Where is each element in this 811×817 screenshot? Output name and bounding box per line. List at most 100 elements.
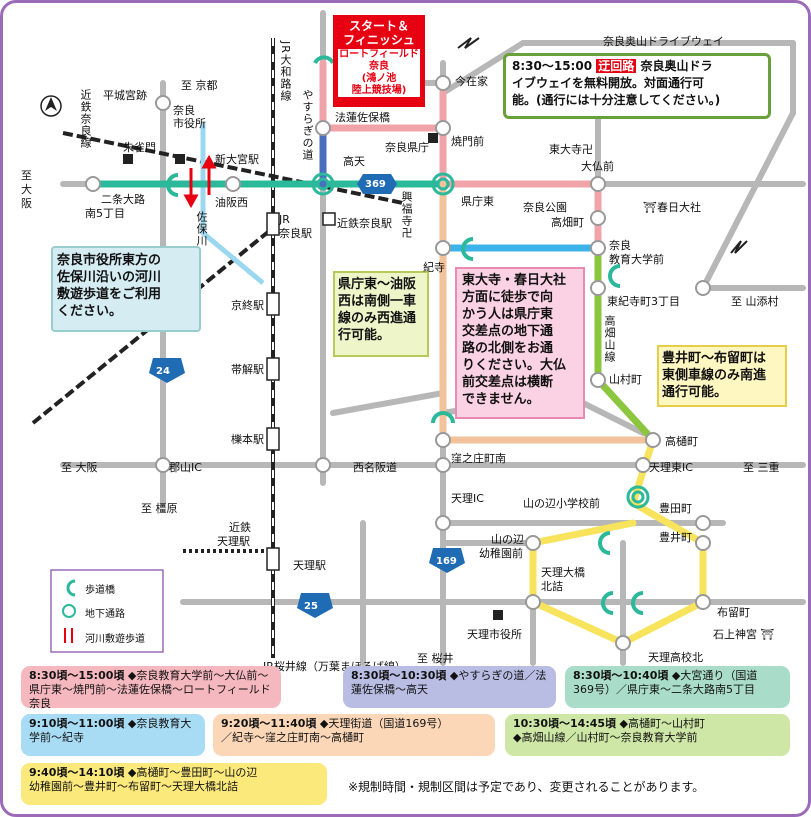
okuyama-text-a: 奈良奥山ドラ [640,59,713,73]
kencho-notice: 県庁東～油阪 西は南側一車 線のみ西進通 行可能。 [333,271,429,357]
intersection-nodes [85,75,711,651]
place-label: 今在家 [455,75,488,88]
schedule-band: 8:30頃～15:00頃 ◆奈良教育大学前～大仏前～ 県庁東～焼門前～法蓮佐保橋… [21,666,281,710]
place-label: 幼稚園前 [479,547,523,560]
okuyama-text-c: 能。(通行には十分注意してください。) [512,93,721,107]
place-label: 布留町 [717,606,750,619]
schedule-desc: ◆天理街道（国道169号） ／紀寺～窪之庄町南～高樋町 [221,717,449,744]
footnote: ※規制時間・規制区間は予定であり、変更されることがあります。 [348,780,705,794]
place-label: 帯解駅 [231,363,264,376]
schedule-band: 9:20頃～11:40頃 ◆天理街道（国道169号） ／紀寺～窪之庄町南～高樋町 [213,714,495,756]
place-label: 法蓮佐保橋 [335,111,390,124]
schedule-desc: ◆高樋町～山村町 ◆高畑山線／山村町～奈良教育大学前 [513,717,705,744]
footbridge-markers [166,55,644,615]
schedule-time: 9:40頃～14:10頃 [29,766,125,779]
start-finish-venue: ロートフィールド 奈良 (鴻ノ池 陸上競技場) [338,49,420,97]
legend-river-label: 河川敷遊歩道 [85,634,145,645]
place-label: 石上神宮 ⛩ [713,628,775,641]
start-finish-title: スタート＆ フィニッシュ [343,19,415,47]
okuyama-time: 8:30～15:00 [512,59,593,73]
place-label: 阪 [21,197,32,210]
schedule-time: 8:30頃～15:00頃 [29,669,125,682]
place-label: 紀寺 [423,261,445,274]
schedule-band: 9:10頃～11:00頃 ◆奈良教育大学前～紀寺 [21,714,205,756]
schedule-desc: ◆やすらぎの道／法蓮佐保橋～高天 [351,669,547,696]
road-break-icons [457,37,748,254]
schedule-desc: ◆高樋町～豊田町～山の辺 幼稚園前～豊井町～布留町～天理大橋北詰 [29,766,258,793]
place-label: 369 [365,179,386,190]
vertical-place-label: やすらぎの道 [301,89,314,161]
toyoi-notice: 豊井町～布留町は 東側車線のみ南進 通行可能。 [657,345,787,407]
place-label: 郡山IC [169,461,202,474]
place-label: 高樋町 [665,435,698,448]
building-markers [123,133,503,620]
place-label: 大 [21,183,32,196]
route-map [31,10,806,666]
place-label: 天理駅 [217,535,250,548]
okuyama-title: 奈良奥山ドライブウェイ [603,35,724,48]
place-label: 大仏前 [581,160,614,173]
place-label: 24 [156,366,170,377]
place-label: 京終駅 [231,299,264,312]
schedule-time: 9:10頃～11:00頃 [29,717,125,730]
place-label: 至 橿原 [141,502,178,515]
compass-icon [40,95,62,117]
place-label: 山の辺小学校前 [523,497,600,510]
place-label: 北詰 [541,580,563,593]
place-label: 豊井町 [659,531,692,544]
place-label: 天理駅 [293,559,326,572]
vertical-place-label: JR大和路線 [279,41,292,102]
place-label: 南5丁目 [85,207,125,220]
place-label: 近鉄 [229,521,251,534]
place-label: 高畑町 [551,216,584,229]
place-label: 奈良駅 [279,227,312,240]
schedule-time: 10:30頃～14:45頃 [513,717,617,730]
legend-footbridge-icon [66,579,76,597]
place-label: 西名阪道 [353,461,397,474]
schedule-band: 9:40頃～14:10頃 ◆高樋町～豊田町～山の辺 幼稚園前～豊井町～布留町～天… [21,763,327,805]
river-notice: 奈良市役所東方の 佐保川沿いの河川 敷遊歩道をご利用 ください。 [51,246,201,332]
place-label: 奈良公園 [523,201,567,214]
todaiji-notice: 東大寺・春日大社 方面に徒歩で向 かう人は県庁東 交差点の地下通 路の北側をお通… [455,267,585,419]
station-markers [266,212,336,571]
vertical-place-label: 近鉄奈良線 [79,89,92,149]
schedule-time: 8:30頃～10:30頃 [351,669,447,682]
place-label: 東紀寺町3丁目 [607,295,680,308]
place-label: 県庁東 [461,195,494,208]
place-label: 近鉄奈良駅 [337,217,392,230]
schedule-desc: ◆奈良教育大学前～紀寺 [29,717,192,744]
place-label: 教育大学前 [609,253,664,266]
place-label: 天理市役所 [467,628,522,641]
vertical-place-label: 佐保川 [195,211,208,247]
okuyama-text-b: イブウェイを無料開放。対面通行可 [512,76,705,90]
schedule-time: 8:30頃～10:40頃 [573,669,669,682]
place-label: 朱雀門 [123,141,156,154]
underpass-markers [311,172,650,509]
place-label: 窪之庄町南 [451,452,506,465]
legend-underpass-label: 地下通路 [85,609,125,620]
place-label: 山村町 [609,373,642,386]
place-label: JR [279,213,290,226]
schedule-desc: ◆大宮通り（国道 369号）／県庁東～二条大路南5丁目 [573,669,758,696]
place-label: 二条大路 [101,193,145,206]
place-label: 天理大橋 [541,566,585,579]
place-label: 至 三重 [743,461,780,474]
place-label: 25 [304,601,318,612]
river-walkway-arrows [183,154,217,209]
schedule-band: 8:30頃～10:40頃 ◆大宮通り（国道 369号）／県庁東～二条大路南5丁目 [565,666,790,708]
place-label: 至 山添村 [731,295,779,308]
legend-underpass-icon [62,604,76,618]
place-label: 東大寺卍 [549,143,593,156]
saho-river [200,123,265,285]
place-label: 至 桜井 [417,652,454,665]
schedule-band: 8:30頃～10:30頃 ◆やすらぎの道／法蓮佐保橋～高天 [343,666,556,708]
legend-footbridge-label: 歩道橋 [85,585,115,596]
start-finish-box: スタート＆ フィニッシュ ロートフィールド 奈良 (鴻ノ池 陸上競技場) [333,15,425,107]
place-label: 平城宮跡 [103,89,147,102]
place-label: 豊田町 [659,502,692,515]
place-label: 至 大阪 [61,461,98,474]
schedule-time: 9:20頃～11:40頃 [221,717,317,730]
vertical-place-label: 高畑山線 [603,315,616,363]
place-label: 市役所 [173,117,206,130]
